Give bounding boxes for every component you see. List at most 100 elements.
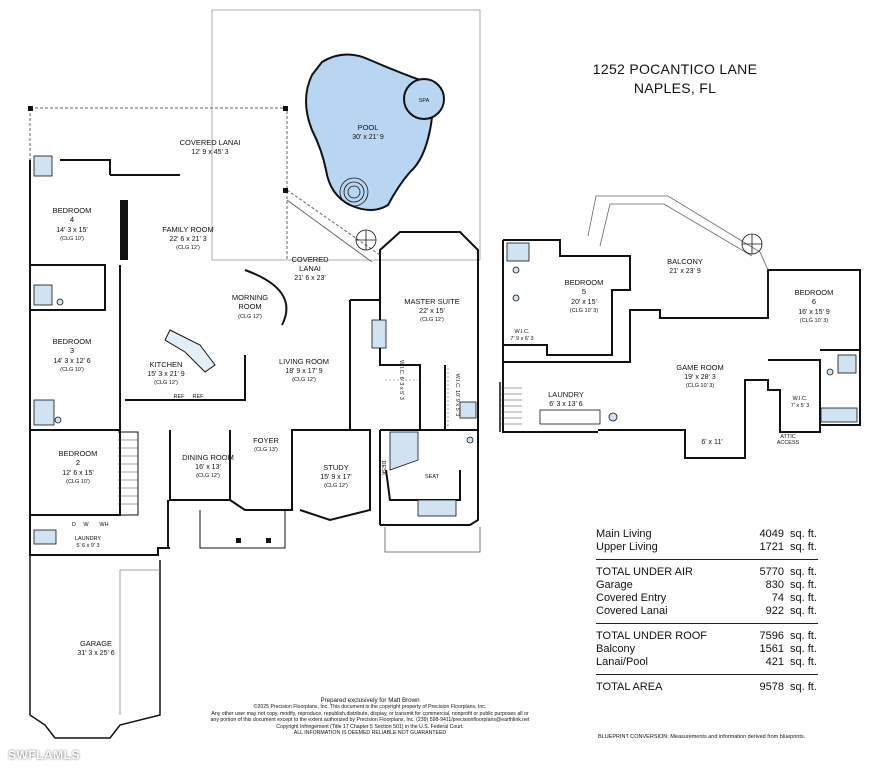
area-label: Upper Living bbox=[596, 541, 658, 553]
svg-text:14' 3 x 12' 6: 14' 3 x 12' 6 bbox=[53, 358, 90, 365]
svg-text:STUDY: STUDY bbox=[323, 463, 348, 472]
label-covered-lanai-top: COVERED LANAI 12' 9 x 45' 3 bbox=[180, 138, 241, 156]
svg-text:DINING ROOM: DINING ROOM bbox=[182, 453, 234, 462]
svg-text:(CLG 10' 3): (CLG 10' 3) bbox=[800, 318, 828, 324]
pool-steps bbox=[339, 177, 369, 207]
svg-text:22' 6 x 21' 3: 22' 6 x 21' 3 bbox=[169, 236, 206, 243]
main-floor-walls bbox=[29, 9, 481, 739]
svg-text:COVERED LANAI: COVERED LANAI bbox=[180, 138, 241, 147]
svg-text:30' x 21' 9: 30' x 21' 9 bbox=[352, 134, 384, 141]
svg-text:ATTIC: ATTIC bbox=[780, 434, 796, 440]
label-nook: 6' x 11' bbox=[701, 439, 722, 446]
label-spa: SPA bbox=[419, 98, 430, 104]
area-label: Balcony bbox=[596, 643, 636, 655]
upper-stair bbox=[500, 387, 522, 425]
svg-text:18' 9 x 17' 9: 18' 9 x 17' 9 bbox=[285, 368, 322, 375]
label-pool: POOL 30' x 21' 9 bbox=[352, 123, 384, 141]
credit-line-5: Copyright Infringement (Title 17 Chapter… bbox=[276, 723, 464, 730]
svg-text:(CLG 12'): (CLG 12') bbox=[238, 314, 262, 320]
svg-text:MORNING: MORNING bbox=[232, 293, 268, 302]
svg-text:5' 6 x 9' 3: 5' 6 x 9' 3 bbox=[76, 543, 99, 549]
svg-text:BEDROOM: BEDROOM bbox=[53, 337, 92, 346]
label-foyer: FOYER (CLG 13') bbox=[253, 436, 279, 453]
label-wic-upper: W.I.C.7' 9 x 6' 3 bbox=[510, 329, 533, 342]
svg-text:FOYER: FOYER bbox=[253, 436, 279, 445]
svg-text:(CLG 10' 3): (CLG 10' 3) bbox=[570, 308, 598, 314]
spa-shape bbox=[403, 78, 445, 120]
svg-text:LANAI: LANAI bbox=[299, 264, 321, 273]
area-label: Covered Lanai bbox=[596, 605, 668, 617]
area-value: 830 bbox=[765, 579, 784, 591]
svg-text:21' 6 x 23': 21' 6 x 23' bbox=[294, 275, 325, 282]
label-wic-small: W.I.C.7' x 5' 3 bbox=[791, 396, 810, 409]
stair-treads bbox=[118, 439, 138, 505]
area-label: Lanai/Pool bbox=[596, 656, 648, 668]
label-d: D bbox=[72, 522, 76, 528]
area-value: 7596 bbox=[759, 630, 784, 642]
svg-text:POOL: POOL bbox=[358, 123, 379, 132]
label-ref: REF bbox=[174, 394, 186, 400]
svg-text:W.I.C.: W.I.C. bbox=[793, 396, 808, 402]
svg-text:(CLG 13'): (CLG 13') bbox=[254, 447, 278, 453]
svg-text:BEDROOM: BEDROOM bbox=[59, 449, 98, 458]
label-wic-master-a: W.I.C. 6' 3 x 5' 3 bbox=[398, 360, 404, 400]
laundry-counter-upper bbox=[539, 409, 601, 425]
label-w: W bbox=[83, 522, 89, 528]
svg-text:19' x 28' 3: 19' x 28' 3 bbox=[684, 374, 716, 381]
svg-text:7' x 5' 3: 7' x 5' 3 bbox=[791, 403, 810, 409]
svg-text:6' 3 x 13' 6: 6' 3 x 13' 6 bbox=[549, 401, 583, 408]
credit-line-4: any portion of this document except to t… bbox=[210, 717, 530, 724]
svg-text:7' 9 x 6' 3: 7' 9 x 6' 3 bbox=[510, 336, 533, 342]
svg-text:20' x 15': 20' x 15' bbox=[571, 299, 597, 306]
svg-text:(CLG 12'): (CLG 12') bbox=[154, 380, 178, 386]
area-value: 1561 bbox=[759, 643, 784, 655]
area-unit: sq. ft. bbox=[790, 566, 817, 578]
area-unit: sq. ft. bbox=[790, 630, 817, 642]
area-label: TOTAL UNDER AIR bbox=[596, 566, 693, 578]
svg-text:(CLG 10'): (CLG 10') bbox=[66, 479, 90, 485]
svg-text:LAUNDRY: LAUNDRY bbox=[75, 536, 102, 542]
svg-text:21' x 23' 9: 21' x 23' 9 bbox=[669, 268, 701, 275]
label-desk: DESK bbox=[380, 461, 386, 476]
svg-text:12' 9 x 45' 3: 12' 9 x 45' 3 bbox=[191, 149, 228, 156]
area-label: Main Living bbox=[596, 528, 652, 540]
svg-text:SPA: SPA bbox=[419, 98, 430, 104]
divider bbox=[596, 674, 818, 675]
svg-text:15' 3 x 21' 9: 15' 3 x 21' 9 bbox=[147, 371, 184, 378]
svg-text:4: 4 bbox=[70, 215, 74, 224]
area-unit: sq. ft. bbox=[790, 605, 817, 617]
svg-text:COVERED: COVERED bbox=[291, 255, 329, 264]
svg-text:5: 5 bbox=[582, 287, 586, 296]
divider bbox=[596, 623, 818, 624]
svg-text:(CLG 10' 3): (CLG 10' 3) bbox=[686, 383, 714, 389]
area-label: Garage bbox=[596, 579, 633, 591]
svg-text:BALCONY: BALCONY bbox=[667, 257, 703, 266]
divider bbox=[596, 559, 818, 560]
fireplace bbox=[120, 200, 128, 260]
column-markers bbox=[28, 106, 288, 543]
property-address: 1252 POCANTICO LANE NAPLES, FL bbox=[560, 60, 790, 98]
area-value: 9578 bbox=[759, 681, 784, 693]
svg-text:6' x 11': 6' x 11' bbox=[701, 439, 722, 446]
